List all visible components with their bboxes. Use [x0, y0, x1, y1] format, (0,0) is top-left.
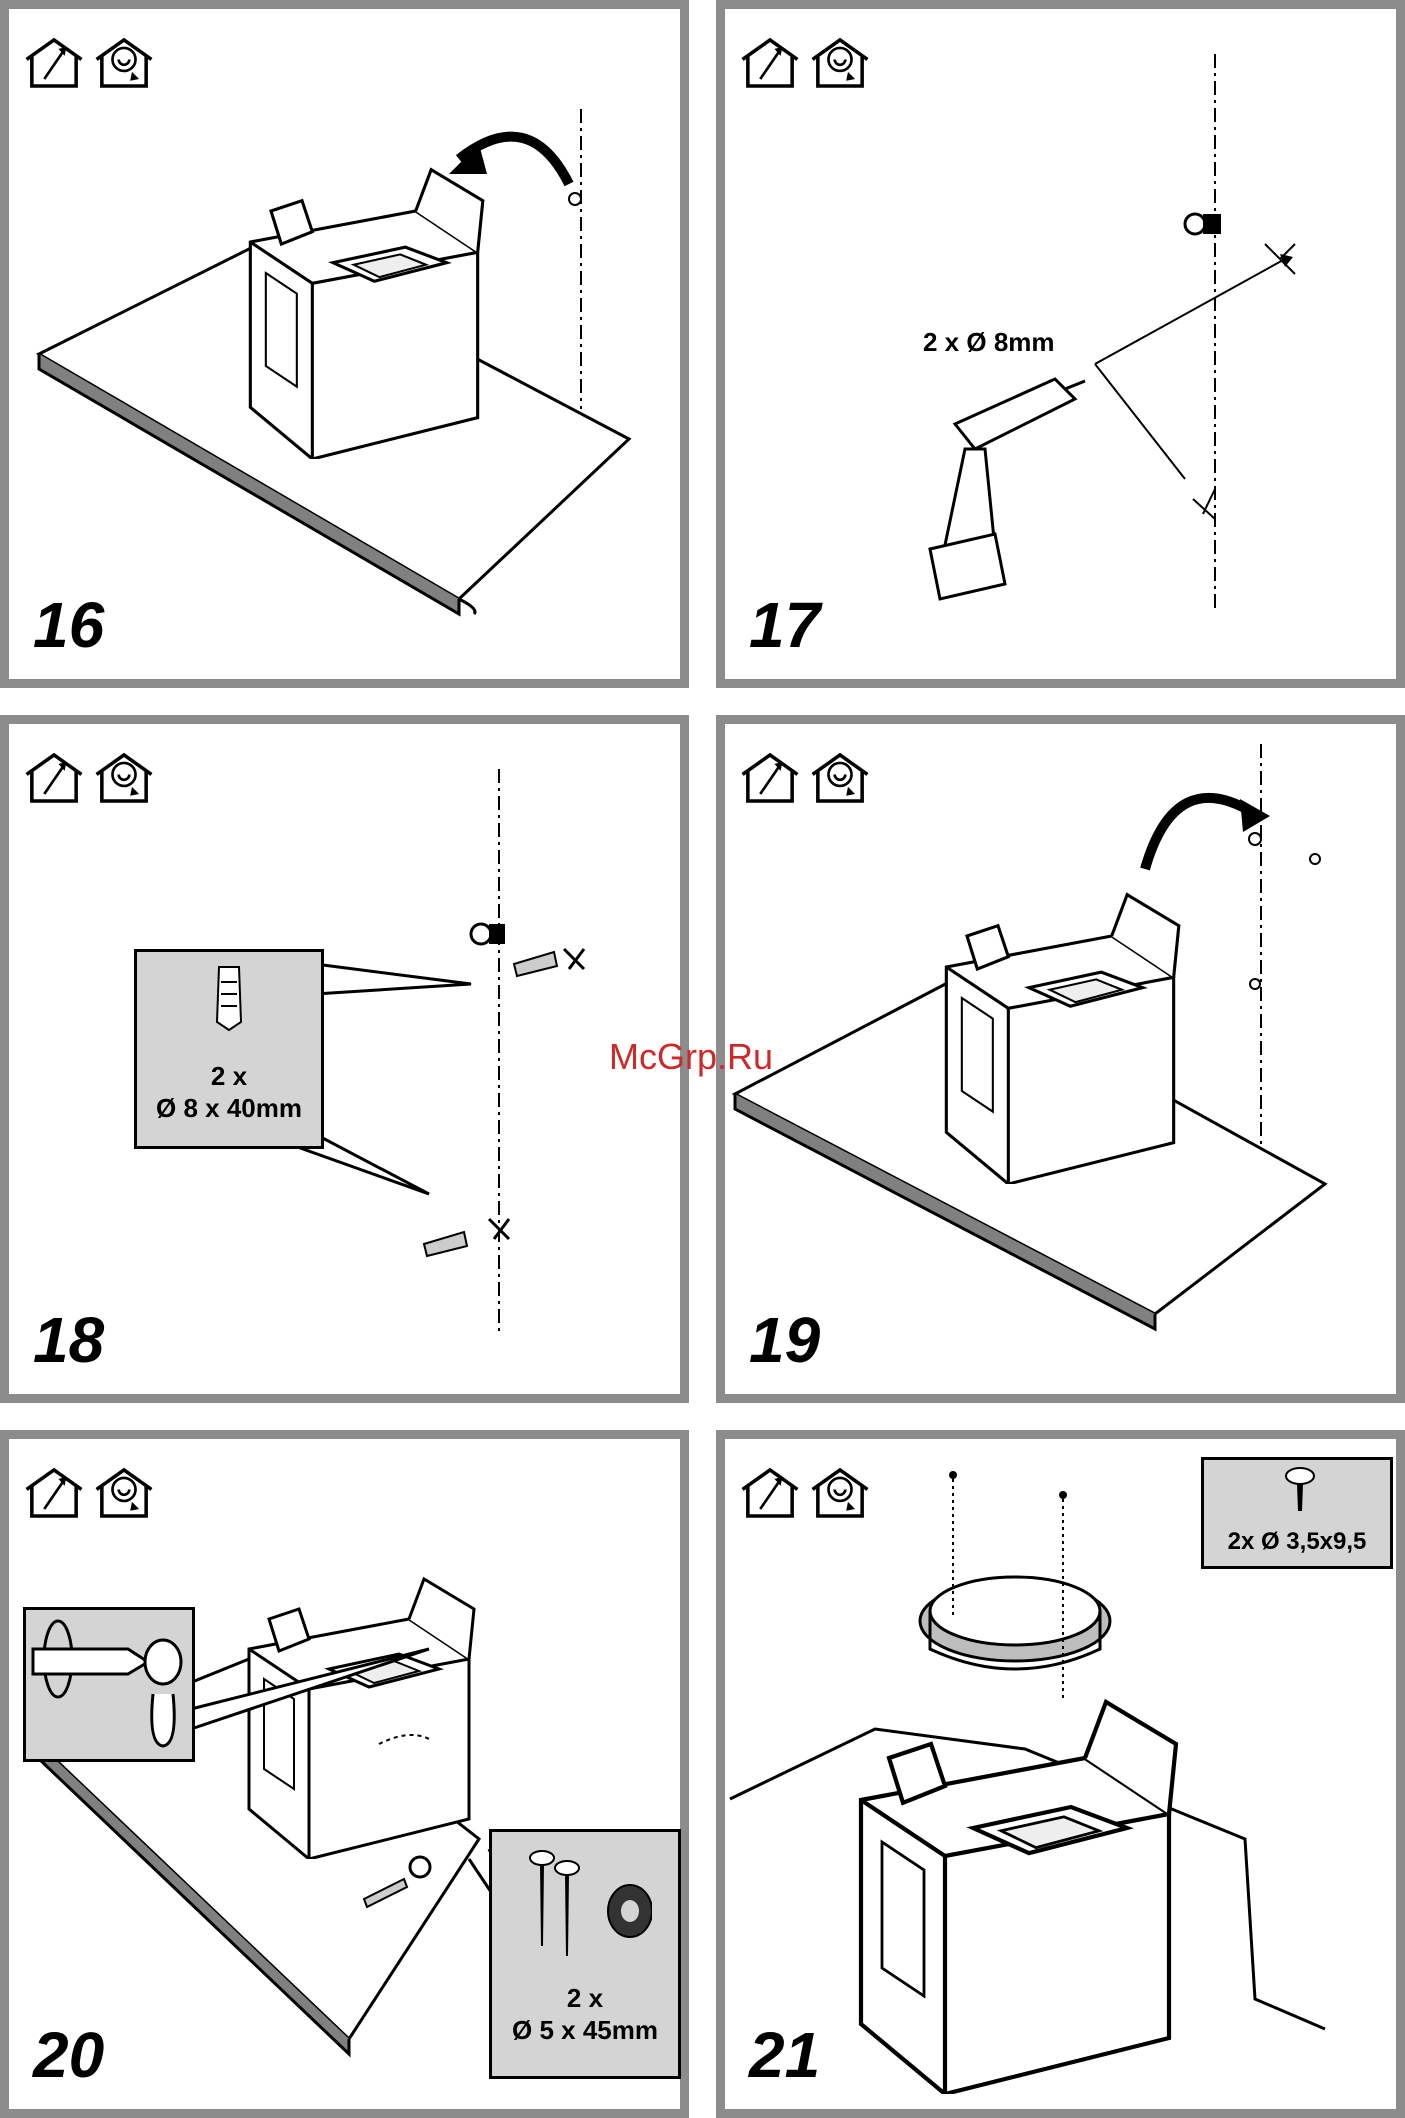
callout-quantity: 2 x [492, 1984, 678, 2014]
step-number: 20 [33, 2023, 104, 2087]
step-number: 17 [749, 593, 820, 657]
step-panel-19: 19 [716, 715, 1405, 1403]
wall-plug-icon [209, 962, 249, 1032]
step-number: 18 [33, 1308, 104, 1372]
illustration-hang-hood [725, 724, 1396, 1394]
step-panel-17: 2 x Ø 8mm 17 [716, 0, 1405, 688]
illustration-hood-lift [9, 9, 680, 679]
callout-text: 2x Ø 3,5x9,5 [1204, 1528, 1390, 1556]
callout-quantity: 2 x [137, 1062, 321, 1092]
collar-screw-callout: 2x Ø 3,5x9,5 [1201, 1457, 1393, 1569]
wall-plug-callout: 2 x Ø 8 x 40mm [134, 949, 324, 1149]
drill-size-label: 2 x Ø 8mm [923, 327, 1055, 358]
watermark: McGrp.Ru [609, 1036, 773, 1078]
screwdriver-icon [28, 1614, 188, 1754]
step-panel-20: 2 x Ø 5 x 45mm 20 [0, 1430, 689, 2118]
step-number: 16 [33, 593, 104, 657]
illustration-drill-holes [725, 9, 1396, 679]
callout-size: Ø 5 x 45mm [492, 2016, 678, 2046]
callout-size: Ø 8 x 40mm [137, 1094, 321, 1124]
screw-icon [1280, 1466, 1320, 1516]
screw-callout: 2 x Ø 5 x 45mm [489, 1829, 681, 2079]
step-number: 19 [749, 1308, 820, 1372]
screwdriver-callout [23, 1607, 195, 1762]
step-number: 21 [749, 2023, 820, 2087]
step-panel-18: 2 x Ø 8 x 40mm 18 [0, 715, 689, 1403]
step-panel-21: 2x Ø 3,5x9,5 21 [716, 1430, 1405, 2118]
illustration-wall-plugs [9, 724, 680, 1394]
screw-icon [512, 1846, 652, 1986]
step-panel-16: 16 [0, 0, 689, 688]
